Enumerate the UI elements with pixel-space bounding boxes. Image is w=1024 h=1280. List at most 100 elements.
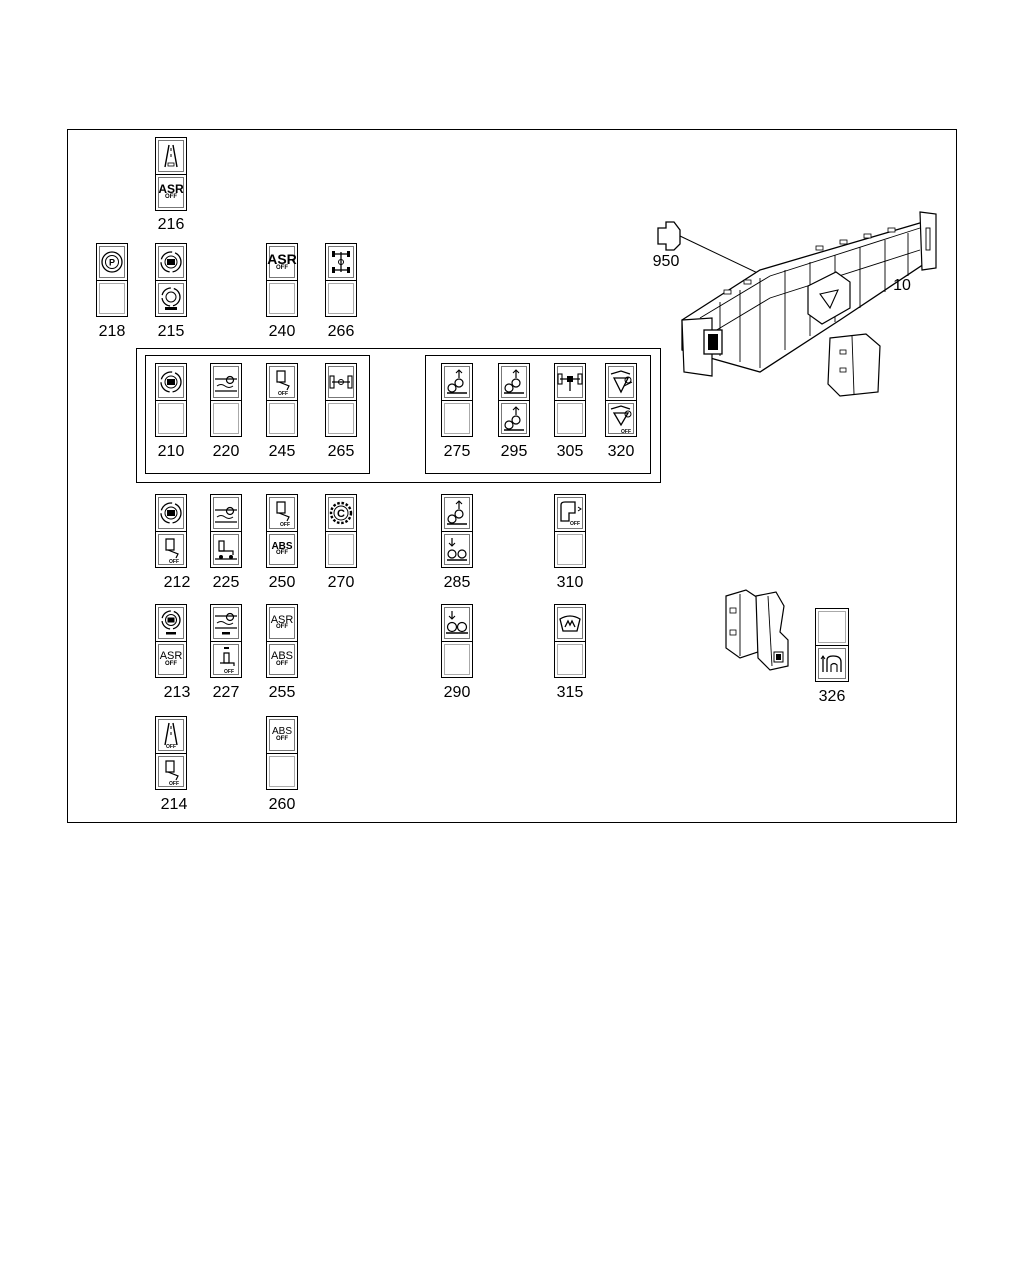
switch-218: P	[96, 243, 128, 317]
brake-hold-icon	[160, 502, 182, 524]
svg-text:OFF: OFF	[570, 521, 580, 527]
brake-hold-icon	[160, 251, 182, 273]
switch-group-inner-b	[425, 355, 651, 474]
seat-heat-icon	[820, 654, 842, 672]
switch-305	[554, 363, 586, 437]
rocker-switch-isometric	[725, 589, 789, 671]
differential-lock-icon	[557, 373, 583, 391]
part-label-220: 220	[212, 443, 240, 460]
lane-assist-off-icon	[164, 144, 178, 168]
switch-310: OFF	[554, 494, 586, 568]
lift-axle-icon	[504, 369, 524, 394]
suspension-level-icon	[215, 612, 237, 635]
part-label-285: 285	[443, 574, 471, 591]
part-label-218: 218	[98, 323, 126, 340]
part-label-225: 225	[212, 574, 240, 591]
switch-227: OFF	[210, 604, 242, 678]
part-label-212: 212	[163, 574, 191, 591]
svg-text:OFF: OFF	[280, 522, 290, 527]
switch-315	[554, 604, 586, 678]
ride-height-icon	[215, 539, 237, 560]
lift-axle-icon	[504, 405, 524, 431]
brake-hold-off-icon	[161, 286, 181, 310]
suspension-level-icon	[215, 506, 237, 523]
part-label-326: 326	[818, 688, 846, 705]
svg-text:OFF: OFF	[621, 429, 631, 434]
lower-axle-icon	[447, 537, 467, 561]
part-label-295: 295	[500, 443, 528, 460]
switch-270: C	[325, 494, 357, 568]
svg-text:OFF: OFF	[278, 391, 288, 396]
switch-290	[441, 604, 473, 678]
seat-off-icon: OFF	[165, 537, 179, 564]
svg-text:OFF: OFF	[169, 559, 179, 564]
svg-text:P: P	[109, 258, 115, 268]
lower-axle-icon	[446, 611, 468, 634]
axle-lock-icon	[332, 251, 350, 273]
part-label-245: 245	[268, 443, 296, 460]
part-label-216: 216	[157, 216, 185, 233]
cab-tilt-off-icon: OFF	[560, 501, 582, 527]
switch-275	[441, 363, 473, 437]
switch-panel-assembly	[657, 211, 937, 397]
part-label-950: 950	[652, 253, 680, 270]
part-label-227: 227	[212, 684, 240, 701]
seat-off-icon: OFF	[276, 370, 290, 396]
part-label-305: 305	[556, 443, 584, 460]
connector-950-icon	[657, 221, 681, 251]
part-label-290: 290	[443, 684, 471, 701]
part-label-260: 260	[268, 796, 296, 813]
part-label-240: 240	[268, 323, 296, 340]
part-label-266: 266	[327, 323, 355, 340]
svg-text:OFF: OFF	[169, 781, 179, 786]
part-label-320: 320	[607, 443, 635, 460]
parking-brake-icon: P	[101, 251, 123, 273]
axle-icon	[329, 375, 353, 389]
seat-adjust-off-icon: OFF	[220, 646, 235, 675]
lane-assist-off-icon: OFF	[164, 722, 178, 749]
switch-220	[210, 363, 242, 437]
switch-215	[155, 243, 187, 317]
suspension-level-icon	[215, 375, 237, 392]
switch-210	[155, 363, 187, 437]
switch-group-left	[136, 348, 661, 483]
svg-text:OFF: OFF	[166, 744, 176, 749]
lift-axle-icon	[447, 500, 467, 525]
part-label-310: 310	[556, 574, 584, 591]
part-label-265: 265	[327, 443, 355, 460]
part-label-215: 215	[157, 323, 185, 340]
switch-214: OFF OFF	[155, 716, 187, 790]
part-label-315: 315	[556, 684, 584, 701]
svg-text:C: C	[337, 508, 345, 520]
load-transfer-icon	[610, 370, 633, 394]
switch-225	[210, 494, 242, 568]
part-label-270: 270	[327, 574, 355, 591]
switch-326	[815, 608, 849, 682]
seat-off-icon: OFF	[276, 501, 290, 527]
part-label-275: 275	[443, 443, 471, 460]
switch-245: OFF	[266, 363, 298, 437]
load-transfer-off-icon: OFF	[610, 404, 632, 434]
gear-c-icon: C	[329, 501, 353, 525]
svg-text:OFF: OFF	[224, 669, 234, 675]
part-label-10: 10	[893, 277, 911, 294]
switch-group-inner-a	[145, 355, 370, 474]
lift-axle-icon	[447, 369, 467, 394]
diagram-frame	[67, 129, 957, 823]
switch-295	[498, 363, 530, 437]
part-label-214: 214	[160, 796, 188, 813]
switch-320: OFF	[605, 363, 637, 437]
part-label-210: 210	[157, 443, 185, 460]
part-label-255: 255	[268, 684, 296, 701]
switch-265	[325, 363, 357, 437]
